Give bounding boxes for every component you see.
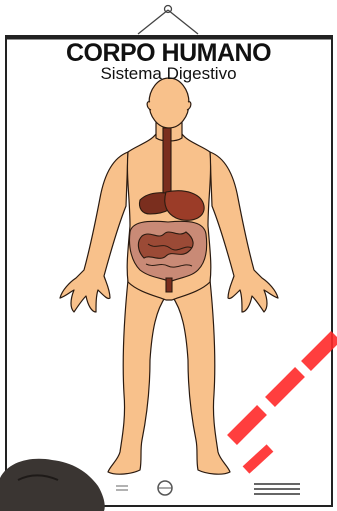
hanging-hook-icon xyxy=(138,6,198,35)
head xyxy=(149,78,189,128)
esophagus xyxy=(163,128,171,198)
poster-subtitle: Sistema Digestivo xyxy=(0,65,337,83)
rectum xyxy=(166,278,172,292)
poster-title: CORPO HUMANO xyxy=(0,40,337,66)
